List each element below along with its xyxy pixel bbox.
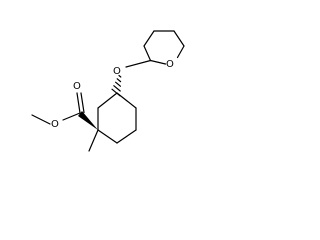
ring-bond-c6-c1 (97, 129, 118, 144)
tetrahydropyran-ring (143, 30, 185, 65)
carbonyl-bond-1 (76, 92, 81, 114)
ring-bond-c5-c6 (116, 129, 137, 144)
ring-oxygen-label: O (166, 59, 174, 70)
hash-1 (118, 74, 122, 78)
methoxy-bond (31, 114, 51, 125)
thp-bond-c3-c4 (143, 30, 155, 47)
ester-oxygen-label: O (51, 119, 59, 130)
cyclohexane-ring (97, 92, 137, 144)
thp-bond-c6-o (176, 45, 185, 59)
ester-group (31, 92, 85, 125)
carbonyl-bond-2 (80, 92, 85, 114)
thp-bond-c5-c6 (173, 30, 185, 47)
hash-4 (113, 85, 121, 92)
ether-oxygen-label: O (113, 66, 121, 77)
bond-c2-ether-o (125, 59, 152, 68)
hash-2 (116, 78, 122, 83)
thp-bond-o-c2 (149, 59, 167, 65)
chemical-structure: O O O O (31, 30, 185, 152)
ester-co-bond (62, 112, 81, 121)
carbonyl-oxygen-label: O (73, 81, 81, 92)
thp-bond-c2-c3 (143, 45, 152, 62)
bold-wedge-bond (78, 111, 98, 130)
ring-bond-c3-c4 (116, 92, 137, 109)
ring-bond-c2-c3 (97, 92, 118, 109)
methyl-bond (88, 129, 99, 152)
hash-3 (114, 81, 122, 87)
